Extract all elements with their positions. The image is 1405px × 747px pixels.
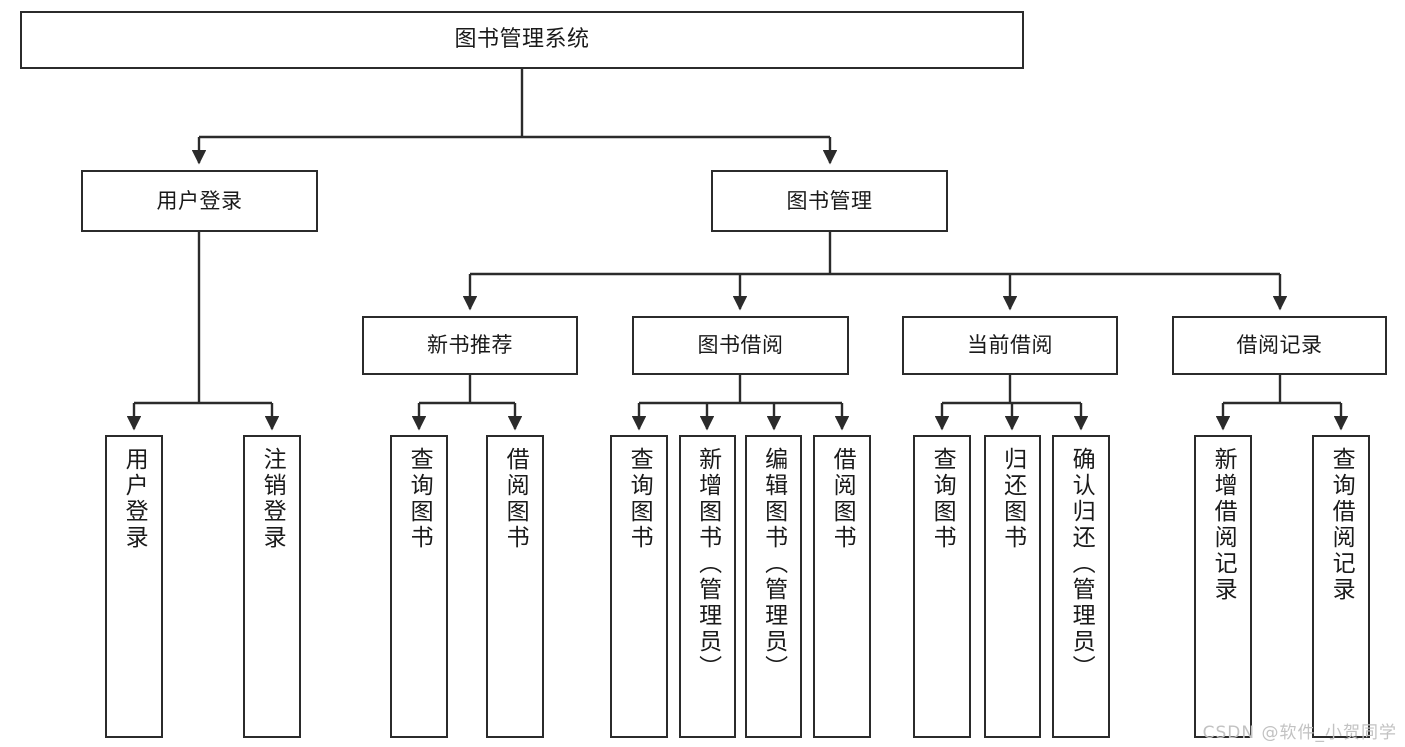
leaf-query-book-3-label: 查询图书 bbox=[929, 447, 956, 551]
leaf-return-book[interactable]: 归还图书 bbox=[984, 435, 1041, 738]
leaf-query-book-1[interactable]: 查询图书 bbox=[390, 435, 448, 738]
node-new-book-rec-label: 新书推荐 bbox=[427, 333, 513, 358]
leaf-logout-label: 注销登录 bbox=[259, 447, 286, 551]
leaf-add-record[interactable]: 新增借阅记录 bbox=[1194, 435, 1252, 738]
leaf-borrow-book-1-label: 借阅图书 bbox=[502, 447, 529, 551]
leaf-query-book-2-label: 查询图书 bbox=[626, 447, 653, 551]
node-book-manage-label: 图书管理 bbox=[786, 188, 873, 213]
leaf-edit-book-label: 编辑图书（管理员） bbox=[760, 447, 787, 681]
node-current-borrow-label: 当前借阅 bbox=[967, 333, 1053, 358]
watermark: CSDN @软件_小贺同学 bbox=[1202, 723, 1397, 743]
node-current-borrow[interactable]: 当前借阅 bbox=[902, 316, 1118, 375]
leaf-user-login-label: 用户登录 bbox=[121, 447, 148, 551]
node-user-login-label: 用户登录 bbox=[156, 188, 243, 213]
node-book-borrow-label: 图书借阅 bbox=[697, 333, 784, 358]
leaf-query-book-3[interactable]: 查询图书 bbox=[913, 435, 971, 738]
leaf-borrow-book-2[interactable]: 借阅图书 bbox=[813, 435, 871, 738]
node-new-book-rec[interactable]: 新书推荐 bbox=[362, 316, 578, 375]
leaf-edit-book[interactable]: 编辑图书（管理员） bbox=[745, 435, 802, 738]
leaf-query-book-2[interactable]: 查询图书 bbox=[610, 435, 668, 738]
node-root-label: 图书管理系统 bbox=[454, 27, 590, 53]
node-user-login[interactable]: 用户登录 bbox=[81, 170, 318, 232]
node-root[interactable]: 图书管理系统 bbox=[20, 11, 1024, 69]
leaf-add-book-label: 新增图书（管理员） bbox=[694, 447, 721, 681]
leaf-confirm-return-label: 确认归还（管理员） bbox=[1068, 447, 1095, 681]
leaf-borrow-book-1[interactable]: 借阅图书 bbox=[486, 435, 544, 738]
leaf-query-book-1-label: 查询图书 bbox=[406, 447, 433, 551]
node-borrow-record-label: 借阅记录 bbox=[1236, 333, 1323, 358]
leaf-logout[interactable]: 注销登录 bbox=[243, 435, 301, 738]
leaf-user-login[interactable]: 用户登录 bbox=[105, 435, 163, 738]
node-book-manage[interactable]: 图书管理 bbox=[711, 170, 948, 232]
leaf-add-record-label: 新增借阅记录 bbox=[1210, 447, 1237, 603]
leaf-confirm-return[interactable]: 确认归还（管理员） bbox=[1052, 435, 1110, 738]
leaf-borrow-book-2-label: 借阅图书 bbox=[829, 447, 856, 551]
leaf-query-record-label: 查询借阅记录 bbox=[1328, 447, 1355, 603]
node-borrow-record[interactable]: 借阅记录 bbox=[1172, 316, 1387, 375]
leaf-query-record[interactable]: 查询借阅记录 bbox=[1312, 435, 1370, 738]
leaf-return-book-label: 归还图书 bbox=[999, 447, 1026, 551]
leaf-add-book[interactable]: 新增图书（管理员） bbox=[679, 435, 736, 738]
node-book-borrow[interactable]: 图书借阅 bbox=[632, 316, 849, 375]
